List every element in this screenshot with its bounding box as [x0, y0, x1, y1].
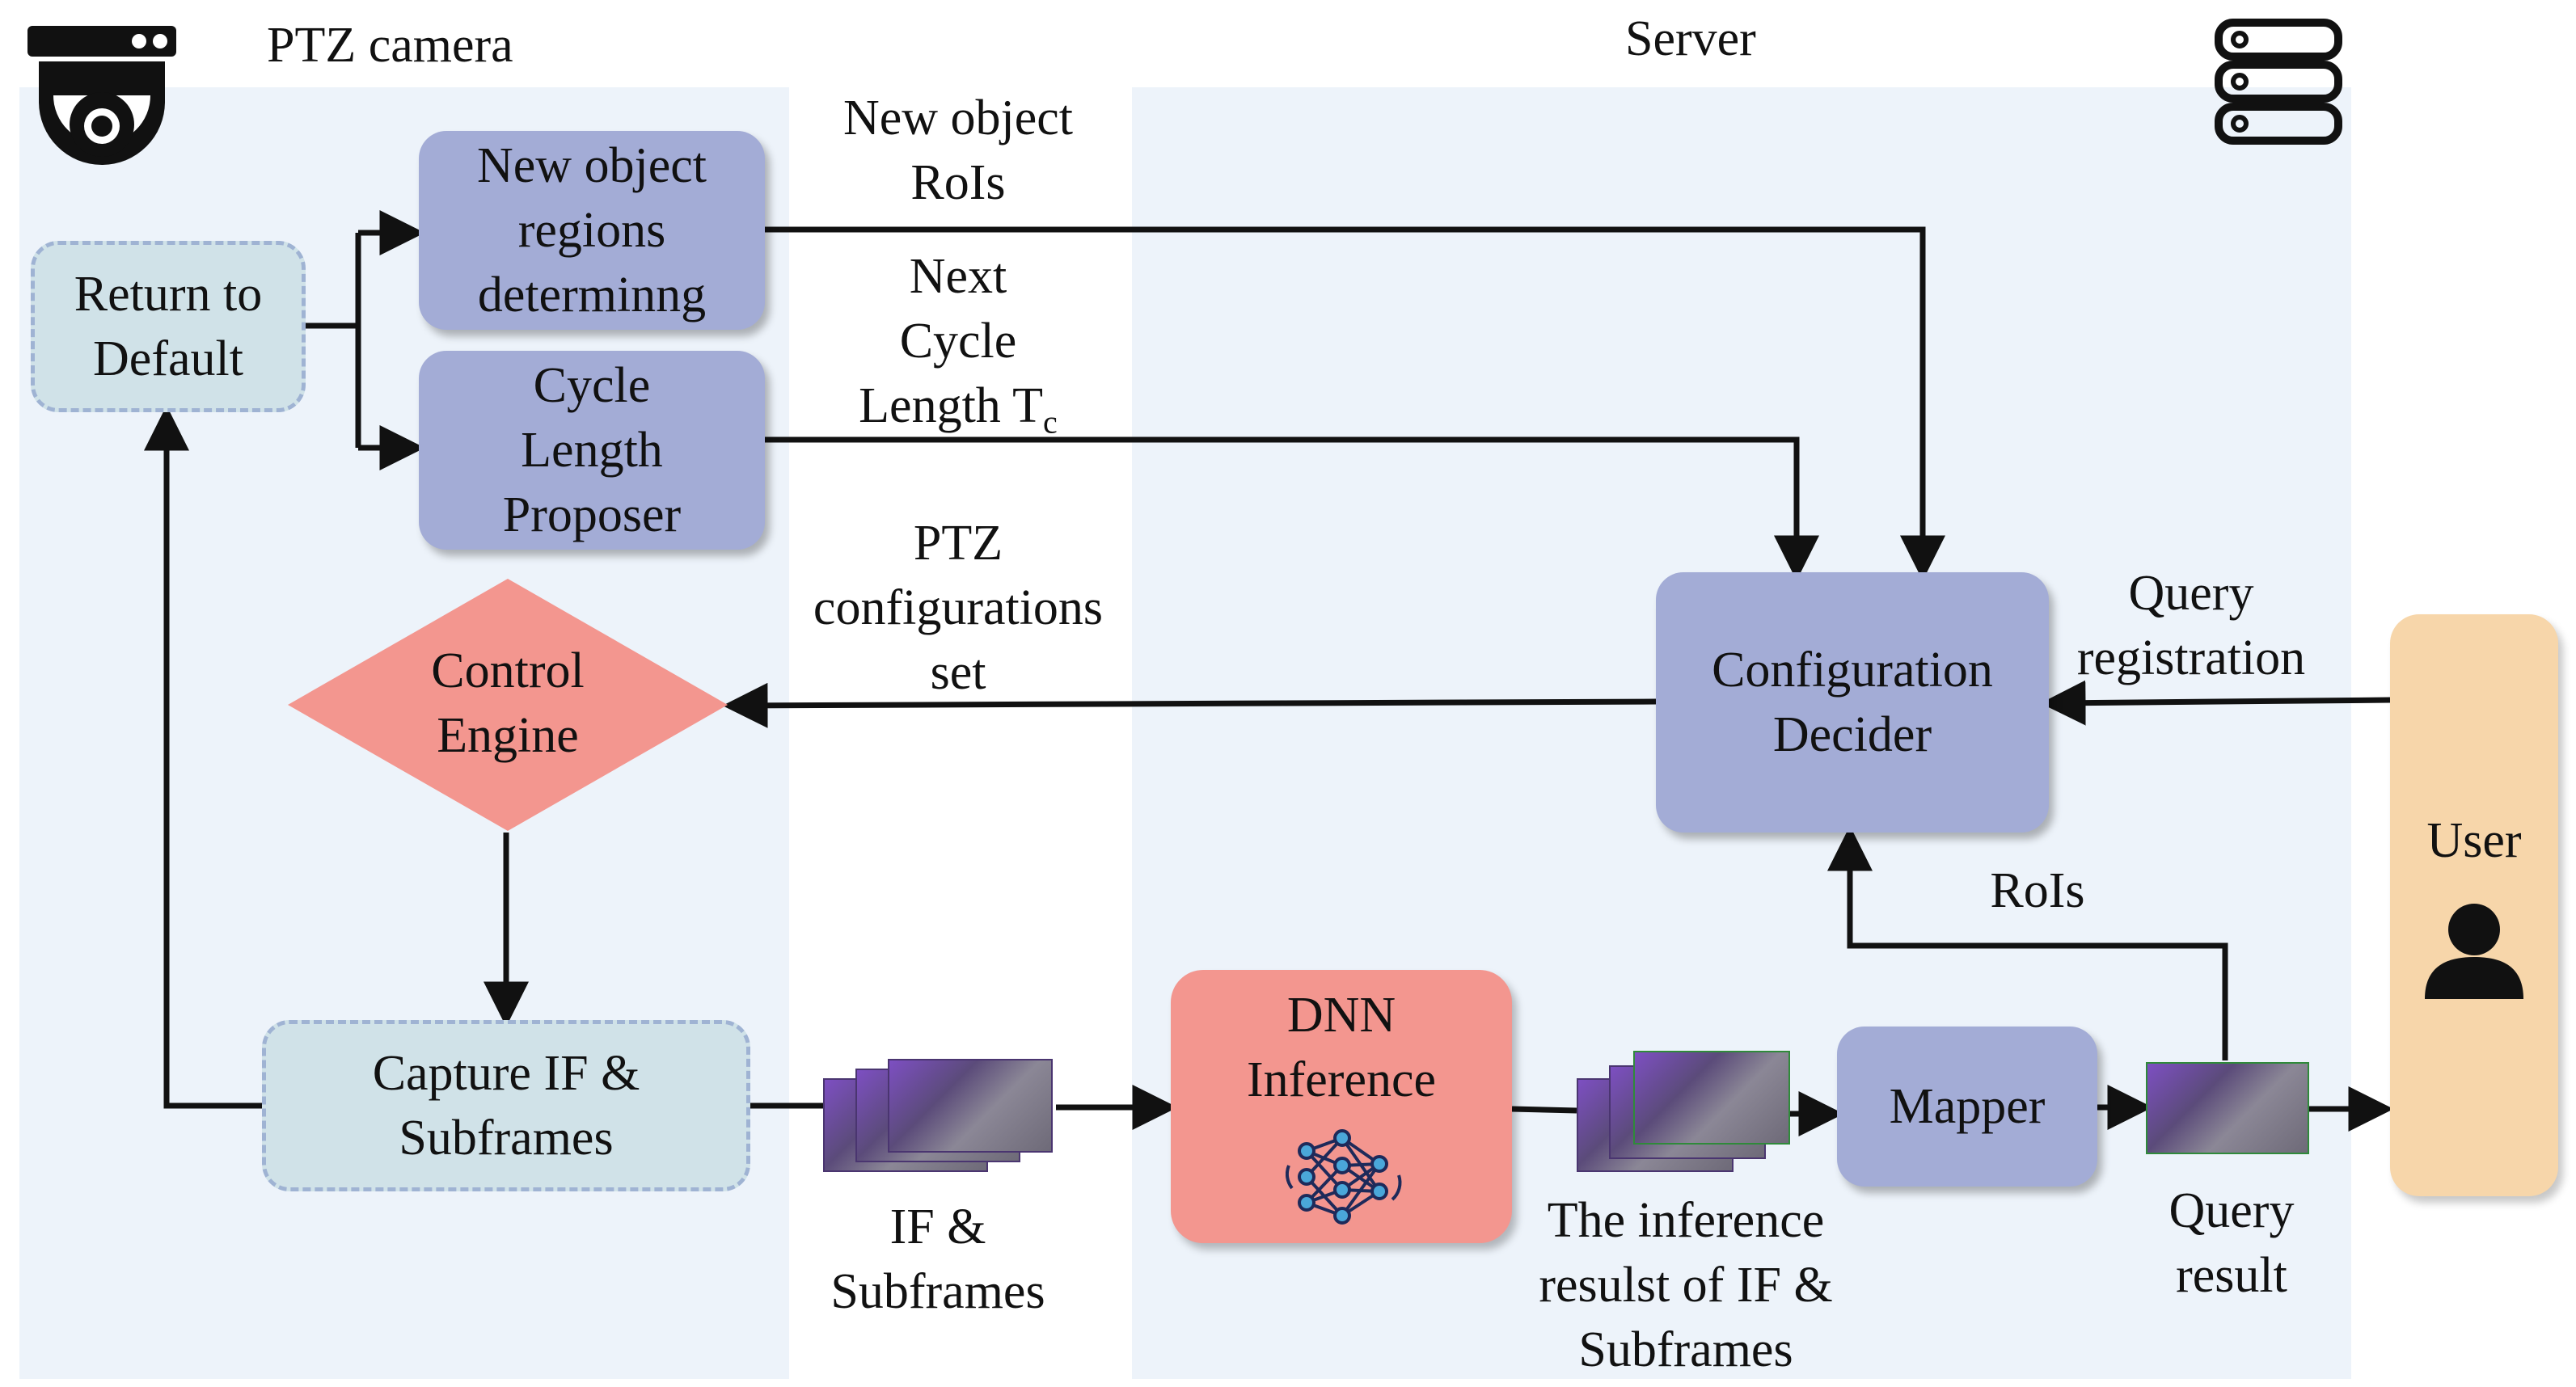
label-rois: RoIs — [1990, 863, 2085, 918]
result-thumb — [1633, 1051, 1790, 1145]
edge-rois-feedback — [1827, 825, 2228, 1060]
cycle-length-proposer-node: Cycle Length Proposer — [419, 351, 765, 550]
control-engine-label: Control Engine — [431, 643, 585, 763]
ptz-camera-icon — [27, 26, 176, 165]
label-new-object-rois: New object RoIs — [842, 91, 1074, 210]
label-next-cycle-length-subscript: c — [1043, 403, 1058, 441]
dnn-inference-label: DNN Inference — [1246, 988, 1436, 1107]
inference-result-thumbnails — [1577, 1049, 1795, 1172]
mapper-node: Mapper — [1837, 1027, 2097, 1187]
edge-query-registration — [2040, 680, 2391, 726]
label-next-cycle-length: Next Cycle Length Tc — [800, 244, 1116, 454]
user-node: User — [2390, 614, 2558, 1196]
configuration-decider-node: Configuration Decider — [1656, 572, 2049, 833]
capture-node: Capture IF & Subframes — [262, 1020, 750, 1191]
label-inference-results: The inference resulst of IF & Subframes — [1539, 1193, 1833, 1377]
user-label: User — [2426, 813, 2522, 868]
frame-thumb — [888, 1059, 1053, 1153]
label-query-result: Query result — [2168, 1183, 2295, 1303]
edge-dnn-to-results — [1511, 1106, 1577, 1114]
edge-next-cycle-length — [765, 436, 1819, 581]
server-icon — [2215, 19, 2342, 145]
camera-region-title: PTZ camera — [267, 18, 513, 73]
label-next-cycle-length-text: Next Cycle Length T — [859, 249, 1044, 433]
query-result-thumbnail — [2146, 1062, 2309, 1154]
label-ptz-configurations: PTZ configurations set — [813, 516, 1104, 700]
label-query-registration: Query registration — [2076, 566, 2306, 685]
new-object-regions-node: New object regions determinng — [419, 131, 765, 330]
server-region-title: Server — [1625, 11, 1756, 66]
edge-new-object-rois — [765, 226, 1945, 581]
if-subframes-thumbnails — [823, 1049, 1058, 1172]
user-icon — [2425, 904, 2523, 999]
control-engine-diamond — [288, 579, 728, 831]
edge-capture-to-return — [144, 405, 262, 1109]
edge-ptz-config — [722, 682, 1657, 728]
label-if-subframes: IF & Subframes — [830, 1199, 1045, 1319]
neural-network-icon — [1286, 1129, 1402, 1225]
return-to-default-node: Return to Default — [31, 241, 306, 412]
